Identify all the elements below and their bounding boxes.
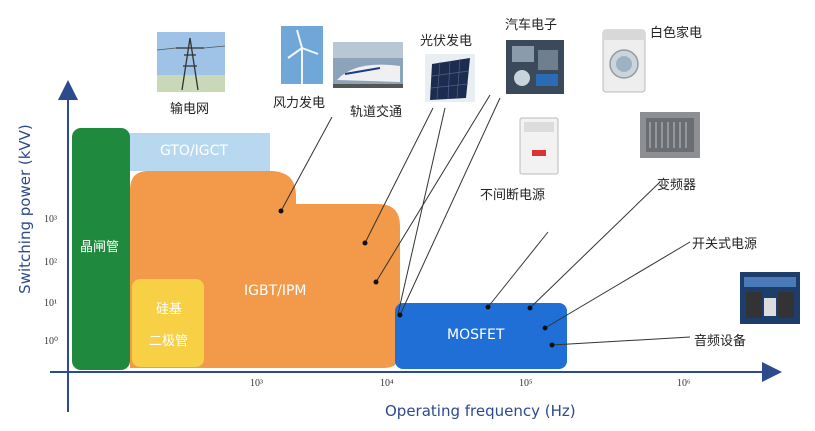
thyristor-region [72, 128, 130, 370]
diode-label-line2: 二极管 [149, 334, 189, 349]
auto-electronics-image [506, 40, 564, 94]
rail-label: 轨道交通 [350, 105, 403, 120]
x-tick-1e5: 10⁵ [519, 378, 533, 389]
appliance-label: 白色家电 [650, 26, 703, 41]
audio-label: 音频设备 [694, 334, 747, 349]
audio-equipment-image [740, 272, 800, 324]
diode-label-line1: 硅基 [156, 302, 183, 317]
igbt-label: IGBT/IPM [244, 283, 307, 299]
x-tick-1e6: 10⁶ [677, 378, 691, 389]
ups-label: 不间断电源 [480, 188, 546, 203]
x-axis-title: Operating frequency (Hz) [385, 402, 576, 420]
ups-image [519, 117, 559, 175]
y-tick-1e3: 10³ [44, 214, 57, 225]
mosfet-label: MOSFET [447, 327, 505, 343]
leader-lines [280, 94, 691, 346]
gto-label: GTO/IGCT [160, 143, 228, 159]
y-axis-title: Switching power (kVV) [16, 124, 34, 294]
wind-label: 风力发电 [273, 96, 326, 111]
inverter-label: 变频器 [657, 178, 697, 193]
diode-region [132, 279, 204, 367]
solar-panel-image [425, 54, 475, 102]
inverter-image [640, 112, 700, 158]
auto-label: 汽车电子 [505, 18, 558, 33]
solar-label: 光伏发电 [420, 34, 473, 49]
grid-label: 输电网 [170, 102, 210, 117]
x-tick-1e4: 10⁴ [380, 378, 394, 389]
x-tick-1e3: 10³ [250, 378, 263, 389]
smps-label: 开关式电源 [692, 237, 758, 252]
y-tick-1e2: 10² [44, 257, 57, 268]
leader-dots [278, 208, 555, 348]
gto-region [128, 133, 270, 171]
wind-turbine-image [281, 26, 323, 84]
mosfet-region [395, 303, 567, 369]
washing-machine-image [602, 29, 646, 93]
thyristor-label: 晶闸管 [80, 240, 120, 255]
rail-train-image [333, 42, 403, 88]
y-tick-1e1: 10¹ [44, 298, 57, 309]
grid-tower-image [156, 32, 226, 92]
y-tick-1e0: 10⁰ [44, 336, 59, 347]
